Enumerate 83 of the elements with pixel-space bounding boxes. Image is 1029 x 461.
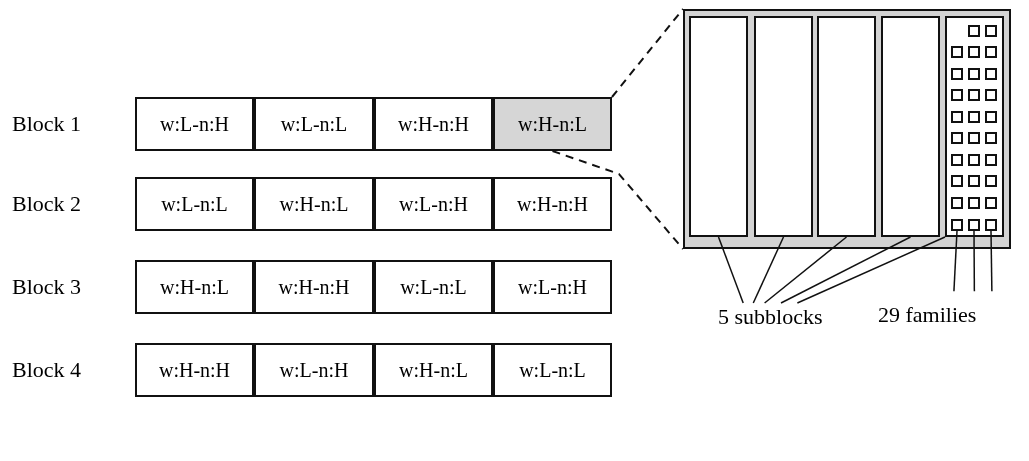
- cell-text: w:H-n:L: [518, 112, 587, 136]
- table-cell: [374, 177, 493, 231]
- table-cell: [254, 97, 374, 151]
- table-cell: [374, 343, 493, 397]
- table-cell: [135, 260, 254, 314]
- leader-line: [763, 236, 848, 304]
- annotation-text: 5 subblocks: [718, 303, 844, 331]
- table-cell: [254, 177, 374, 231]
- cell-text: w:L-n:H: [399, 192, 468, 216]
- family-square: [985, 89, 997, 101]
- family-square: [985, 111, 997, 123]
- family-square: [968, 25, 980, 37]
- family-square: [968, 219, 980, 231]
- row-label: Block 3: [12, 273, 82, 301]
- table-cell: [254, 343, 374, 397]
- family-square: [968, 175, 980, 187]
- cell-text: w:L-n:L: [519, 358, 586, 382]
- table-cell: [374, 260, 493, 314]
- family-square: [951, 111, 963, 123]
- family-square: [951, 154, 963, 166]
- annotation-text: 29 families: [878, 301, 1024, 329]
- cell-text: w:H-n:H: [278, 275, 350, 299]
- dashed-line: [611, 8, 684, 98]
- dashed-line: [551, 150, 684, 250]
- table-cell: [254, 260, 374, 314]
- family-square: [968, 89, 980, 101]
- cell-text: w:H-n:H: [397, 112, 470, 136]
- family-square: [985, 197, 997, 209]
- table-cell: [135, 177, 254, 231]
- cell-text: w:H-n:L: [160, 275, 229, 299]
- family-square: [951, 132, 963, 144]
- cell-text: w:L-n:H: [279, 358, 349, 382]
- cell-text: w:L-n:L: [280, 112, 348, 136]
- table-cell: [135, 97, 254, 151]
- cell-text: w:H-n:L: [279, 192, 349, 216]
- family-square: [951, 68, 963, 80]
- table-cell: [493, 177, 612, 231]
- row-label: Block 2: [12, 190, 82, 218]
- family-square: [985, 219, 997, 231]
- family-square: [951, 175, 963, 187]
- table-cell: [135, 343, 254, 397]
- enlarged-block-panel: [683, 9, 1011, 249]
- family-square: [985, 132, 997, 144]
- leader-line: [953, 230, 958, 292]
- subblock-box: [817, 16, 876, 237]
- table-cell: [493, 260, 612, 314]
- family-square: [985, 46, 997, 58]
- family-square: [968, 132, 980, 144]
- family-square: [968, 154, 980, 166]
- leader-line: [990, 230, 993, 292]
- subblock-box: [881, 16, 940, 237]
- family-square: [951, 197, 963, 209]
- leader-line: [780, 236, 912, 304]
- family-square: [985, 25, 997, 37]
- cell-text: w:H-n:L: [399, 358, 468, 382]
- row-label: Block 4: [12, 356, 82, 384]
- table-cell: [374, 97, 493, 151]
- cell-text: w:L-n:L: [161, 192, 228, 216]
- cell-text: w:H-n:H: [516, 192, 589, 216]
- leader-line: [752, 236, 785, 304]
- family-square: [951, 89, 963, 101]
- family-square: [985, 175, 997, 187]
- cell-text: w:H-n:H: [158, 358, 231, 382]
- family-square: [951, 46, 963, 58]
- family-square: [951, 219, 963, 231]
- subblock-box: [689, 16, 748, 237]
- family-square: [968, 111, 980, 123]
- subblock-box: [945, 16, 1004, 237]
- family-square: [968, 46, 980, 58]
- cell-text: w:L-n:H: [160, 112, 229, 136]
- table-cell: [493, 97, 612, 151]
- family-square: [985, 68, 997, 80]
- family-square: [968, 197, 980, 209]
- leader-line: [796, 236, 946, 304]
- table-cell: [493, 343, 612, 397]
- row-label: Block 1: [12, 110, 82, 138]
- family-square: [968, 68, 980, 80]
- leader-line: [973, 230, 976, 292]
- subblock-box: [754, 16, 813, 237]
- cell-text: w:L-n:H: [518, 275, 587, 299]
- family-square: [985, 154, 997, 166]
- cell-text: w:L-n:L: [400, 275, 467, 299]
- leader-line: [717, 236, 744, 304]
